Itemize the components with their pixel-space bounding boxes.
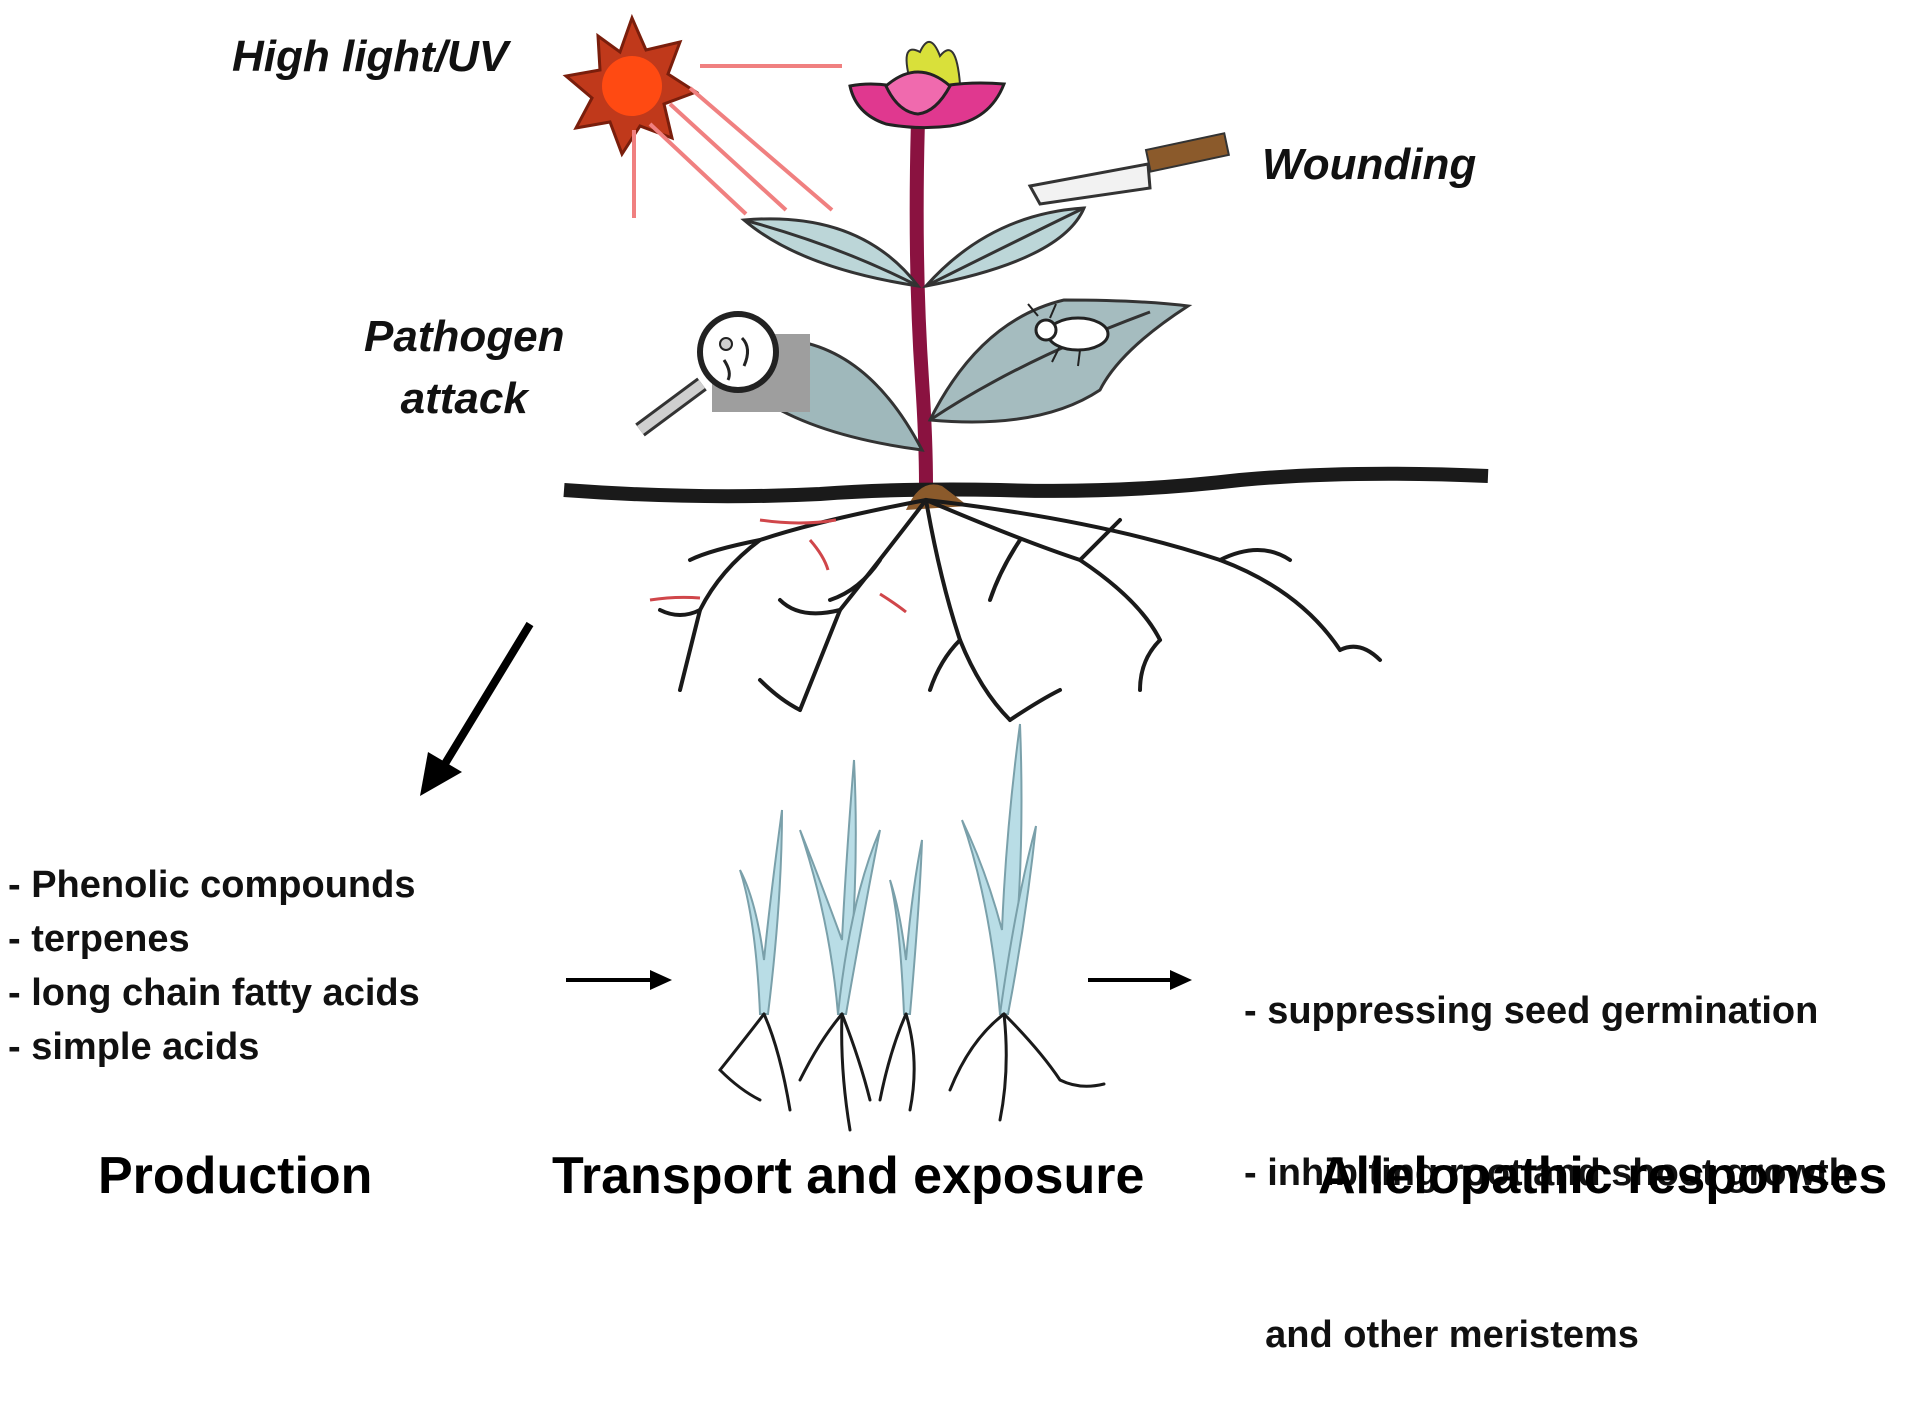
list-item: and other meristems: [1244, 1308, 1852, 1362]
main-roots: [660, 500, 1380, 720]
pathogen-label: Pathogen attack: [364, 306, 564, 430]
list-item: - long chain fatty acids: [8, 966, 420, 1020]
list-item: - terpenes: [8, 912, 420, 966]
pathogen-label-line1: Pathogen: [364, 306, 564, 368]
transport-arrow: [566, 970, 672, 990]
seedlings: [740, 724, 1036, 1014]
list-item: - suppressing seed germination: [1244, 984, 1852, 1038]
knife-icon: [1030, 133, 1229, 204]
list-item: - simple acids: [8, 1020, 420, 1074]
seedling-roots: [720, 1014, 1104, 1130]
production-list: - Phenolic compounds - terpenes - long c…: [8, 858, 420, 1074]
wounding-label: Wounding: [1262, 140, 1476, 190]
sun-icon: [566, 18, 696, 154]
caption-production: Production: [98, 1146, 372, 1206]
production-arrow: [420, 624, 530, 796]
caption-transport: Transport and exposure: [552, 1146, 1144, 1206]
caption-responses: Allelopathic responses: [1318, 1146, 1887, 1206]
response-arrow: [1088, 970, 1192, 990]
flower-icon: [850, 42, 1004, 128]
high-light-uv-label: High light/UV: [232, 32, 508, 82]
plant-stem: [917, 120, 926, 486]
pathogen-label-line2: attack: [364, 368, 564, 430]
list-item: - Phenolic compounds: [8, 858, 420, 912]
soil-line: [564, 474, 1488, 497]
